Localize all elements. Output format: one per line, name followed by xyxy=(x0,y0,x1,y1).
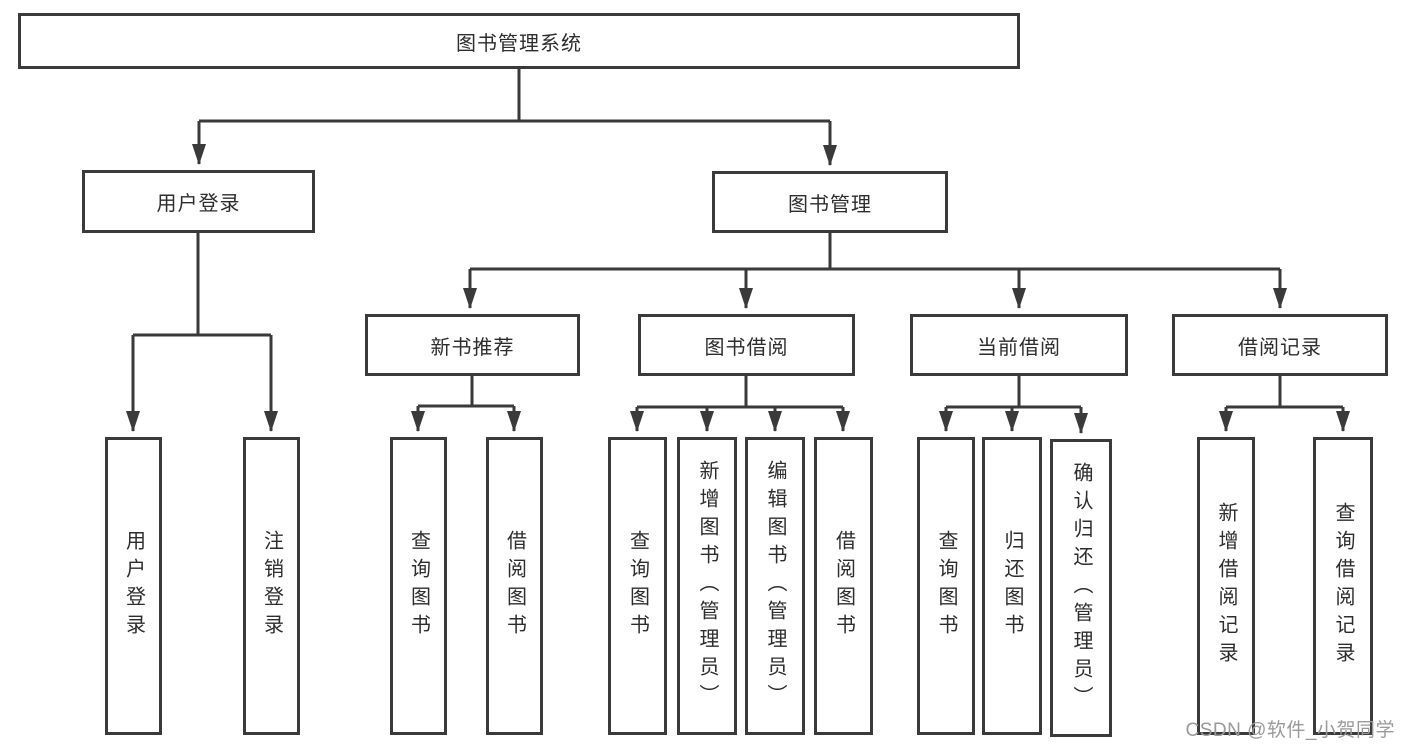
leaf-add-books-admin: 新增图书（管理员） xyxy=(677,437,737,735)
node-borrow-records: 借阅记录 xyxy=(1172,314,1388,376)
leaf-user-login: 用户登录 xyxy=(105,437,162,735)
node-user-login: 用户登录 xyxy=(82,170,315,233)
book-management-connectors xyxy=(463,233,1287,309)
user-login-connectors xyxy=(126,233,278,432)
leaf-borrow-books-recommend: 借阅图书 xyxy=(486,437,543,735)
node-new-book-recommend: 新书推荐 xyxy=(365,314,580,376)
leaf-borrow-books: 借阅图书 xyxy=(814,437,873,735)
borrow-records-connectors xyxy=(1219,376,1350,432)
new-book-recommend-connectors xyxy=(411,376,521,432)
node-current-borrow: 当前借阅 xyxy=(910,314,1128,376)
current-borrow-connectors xyxy=(939,376,1088,434)
leaf-return-books: 归还图书 xyxy=(982,437,1042,735)
leaf-logout-login: 注销登录 xyxy=(243,437,300,735)
leaf-query-books-borrow: 查询图书 xyxy=(608,437,667,735)
node-book-management: 图书管理 xyxy=(712,171,948,233)
node-book-borrow: 图书借阅 xyxy=(638,314,855,376)
leaf-confirm-return-admin: 确认归还（管理员） xyxy=(1050,439,1112,737)
leaf-query-books-recommend: 查询图书 xyxy=(390,437,447,735)
book-borrow-connectors xyxy=(630,376,850,432)
leaf-query-borrow-record: 查询借阅记录 xyxy=(1313,437,1373,735)
leaf-edit-books-admin: 编辑图书（管理员） xyxy=(745,437,805,735)
root-connectors xyxy=(192,68,837,166)
leaf-query-books-current: 查询图书 xyxy=(917,437,975,735)
leaf-add-borrow-record: 新增借阅记录 xyxy=(1197,437,1255,735)
csdn-watermark: CSDN @软件_小贺同学 xyxy=(1185,720,1395,741)
node-root: 图书管理系统 xyxy=(18,13,1020,69)
